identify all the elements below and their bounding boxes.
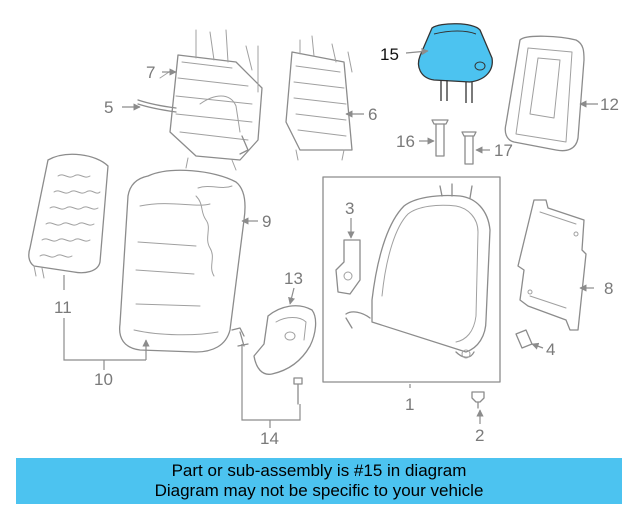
callout-2[interactable]: 2 [475, 426, 484, 445]
part-16-guide[interactable] [431, 119, 449, 157]
callout-numbers: 15 7 5 6 12 16 17 9 3 13 8 11 4 10 1 14 … [54, 45, 619, 448]
part-1-frame-box[interactable] [322, 176, 501, 383]
part-13-side-shield[interactable] [253, 305, 317, 375]
callout-16[interactable]: 16 [396, 132, 415, 151]
callout-4[interactable]: 4 [546, 340, 555, 359]
banner-line-1: Part or sub-assembly is #15 in diagram [171, 461, 467, 480]
part-3-recliner[interactable] [335, 239, 361, 295]
part-15-headrest[interactable] [417, 23, 493, 103]
part-9-back-cover[interactable] [118, 169, 246, 353]
part-12-back-panel[interactable] [504, 35, 585, 152]
callout-1[interactable]: 1 [405, 395, 414, 414]
part-5-lumbar-cable[interactable] [137, 95, 241, 133]
callout-12[interactable]: 12 [600, 95, 619, 114]
part-11-back-pad[interactable] [28, 153, 109, 279]
callout-14[interactable]: 14 [260, 429, 279, 448]
part-17-guide[interactable] [461, 131, 477, 165]
callout-6[interactable]: 6 [368, 105, 377, 124]
info-banner: Part or sub-assembly is #15 in diagram D… [16, 458, 622, 504]
part-7-frame-wire[interactable] [159, 29, 263, 171]
parts-diagram: 15 7 5 6 12 16 17 9 3 13 8 11 4 10 1 14 … [28, 23, 619, 448]
callout-10[interactable]: 10 [94, 370, 113, 389]
callout-8[interactable]: 8 [604, 279, 613, 298]
part-14-fasteners[interactable] [231, 327, 303, 405]
callout-5[interactable]: 5 [104, 98, 113, 117]
callout-9[interactable]: 9 [262, 212, 271, 231]
callout-15[interactable]: 15 [380, 45, 399, 64]
callout-3[interactable]: 3 [345, 199, 354, 218]
part-6-lumbar-support[interactable] [285, 35, 353, 161]
callout-7[interactable]: 7 [146, 63, 155, 82]
part-2-clip[interactable] [471, 391, 485, 409]
part-4-clip[interactable] [515, 329, 533, 349]
callout-17[interactable]: 17 [494, 141, 513, 160]
callout-13[interactable]: 13 [284, 269, 303, 288]
part-8-back-board[interactable] [517, 199, 587, 331]
banner-line-2: Diagram may not be specific to your vehi… [154, 481, 484, 500]
leader-lines [63, 48, 598, 428]
callout-11[interactable]: 11 [54, 298, 72, 317]
